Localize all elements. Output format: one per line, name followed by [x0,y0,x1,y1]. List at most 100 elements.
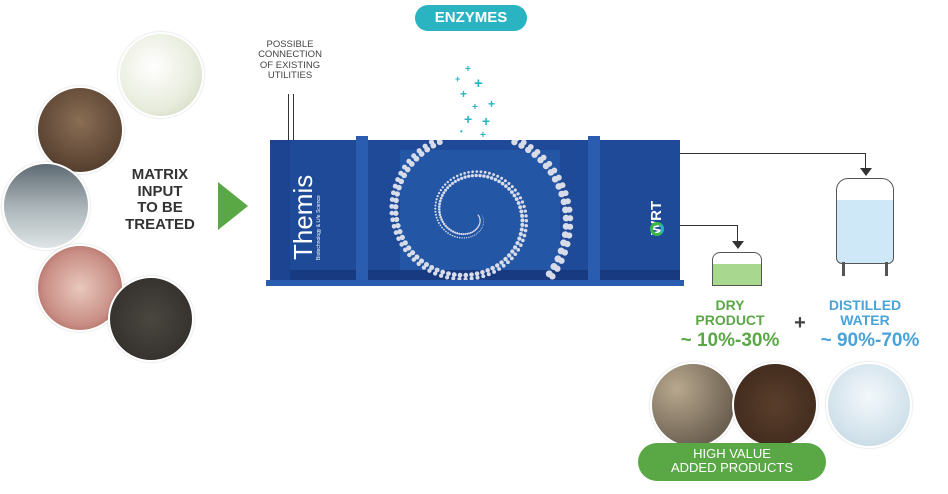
spiral-dot [516,247,521,252]
spiral-dot [515,240,520,246]
spiral-dot [435,198,438,201]
enzymes-badge: ENZYMES [415,5,527,31]
arrow-down-icon [732,241,744,249]
spiral-dot [469,276,474,280]
spiral-dot [434,204,437,207]
water-tank-icon [836,178,894,264]
spiral-dot [421,265,427,270]
spiral-dot [479,218,481,221]
spiral-dot [445,230,447,233]
svg-text:+: + [472,102,478,113]
spiral-dot [482,223,484,225]
spiral-dot [465,237,468,239]
enzyme-particles-icon: +++ +++ ++•+ [455,64,495,140]
spiral-dot [456,232,459,235]
spiral-dot [456,178,460,182]
treatment-plant-photo [2,162,90,250]
spiral-dot [393,210,399,216]
high-value-badge: HIGH VALUE ADDED PRODUCTS [638,443,826,481]
spiral-dot [463,272,469,278]
spiral-dot [451,181,455,185]
spiral-dot [392,183,398,189]
spiral-dot [483,219,484,221]
spiral-dot [518,205,523,210]
spiral-dot [558,257,565,264]
spiral-dot [395,223,401,229]
spiral-dot [396,236,401,241]
spiral-dot [534,149,541,155]
spiral-dot [567,215,574,222]
spiral-dot [460,176,464,180]
spiral-dot [451,272,457,277]
utility-pipe [288,94,289,140]
spiral-dot [439,196,443,200]
spiral-dot [406,158,412,164]
spiral-dot [455,174,459,178]
spiral-dot [523,209,527,213]
spiral-dot [501,263,506,268]
spiral-dot [437,191,441,195]
spiral-dot [439,188,442,192]
spiral-dot [457,277,462,280]
spiral-dot [403,247,408,253]
spiral-dot [434,213,437,216]
spiral-dot [480,269,485,275]
spiral-dot [519,227,524,232]
spiral-dot [507,181,511,186]
pellets-photo [650,362,736,448]
water-percent: ~ 90%-70% [820,329,920,351]
arrow-down-icon [860,168,872,176]
spiral-dot [459,173,463,176]
spiral-dot [451,276,456,280]
spiral-dot [549,273,556,280]
wrt-logo-ring-icon [650,222,664,236]
spiral-dot [456,236,459,239]
spiral-dot [422,143,428,149]
label-line: TO BE [137,199,183,216]
spiral-dot [475,275,480,280]
spiral-dot [435,216,438,219]
spiral-dot [395,177,401,183]
spiral-dot [518,196,523,200]
spiral-dot [474,271,480,276]
label-line: ADDED PRODUCTS [670,460,794,476]
spiral-dot [479,229,481,231]
spiral-dot [393,216,400,223]
spiral-dot [436,140,443,146]
spiral-dot [489,176,494,180]
spiral-dot [438,213,442,217]
svg-text:+: + [474,75,483,92]
spiral-dot [520,213,525,218]
spiral-dot [464,233,467,236]
spiral-dot [427,268,432,273]
spiral-dot [482,174,486,178]
svg-text:+: + [465,64,471,75]
spiral-dot [441,220,445,224]
spiral-dot [433,271,438,276]
spiral-dot [561,249,569,256]
spiral-dot [513,140,519,142]
poultry-waste-photo [36,244,124,332]
spiral-dot [448,228,451,231]
spiral-dot [474,234,476,236]
spiral-dot [449,178,452,182]
spiral-dot [402,164,408,170]
spiral-dot [475,170,479,173]
spiral-dot [516,192,520,196]
spiral-dot [509,190,514,194]
spiral-dot [566,206,573,213]
spiral-dot [457,272,463,278]
dry-pipe [737,225,738,242]
spiral-dot [520,200,525,204]
spiral-dot [503,256,508,262]
label-line: WATER [840,312,890,329]
label-line: TREATED [125,215,195,233]
milk-powder-photo [118,32,204,118]
spiral-dot [482,216,484,218]
spiral-dot [566,232,573,239]
spiral-dot [449,233,452,236]
spiral-dot [439,224,442,227]
spiral-dot [448,183,452,187]
spiral-dot [495,263,500,268]
spiral-dot [447,232,449,234]
